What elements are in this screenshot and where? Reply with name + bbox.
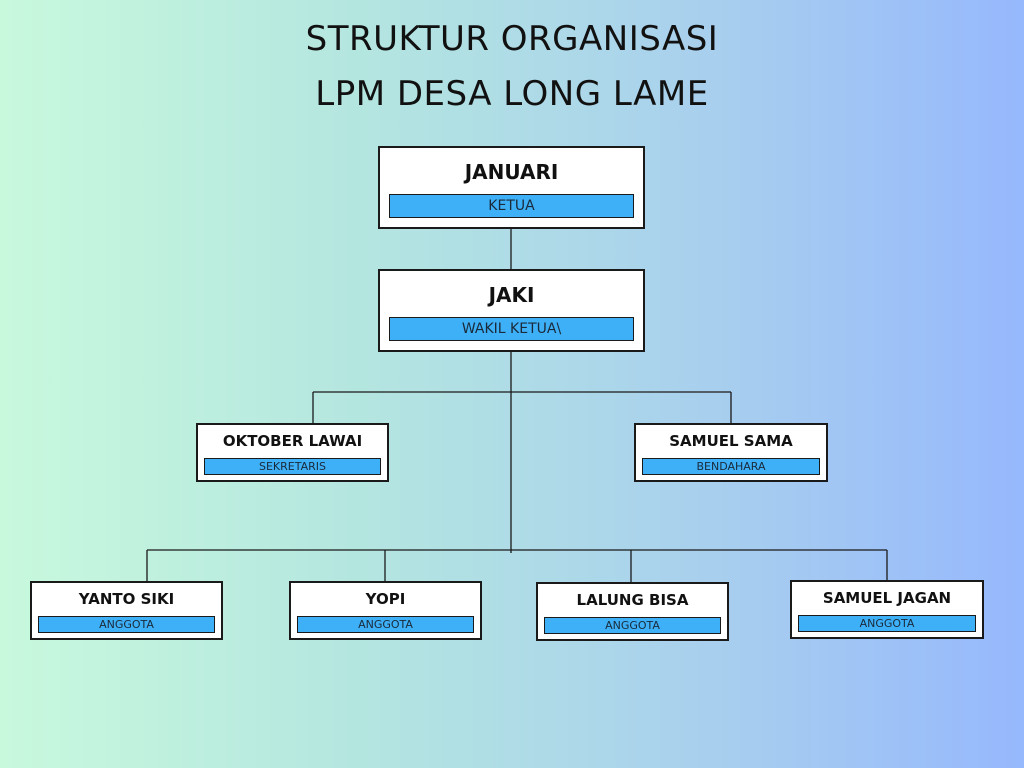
node-bendahara: SAMUEL SAMA BENDAHARA xyxy=(634,423,828,482)
node-anggota-2-role: ANGGOTA xyxy=(297,616,474,633)
node-ketua-name: JANUARI xyxy=(464,160,559,184)
title-line-2: LPM DESA LONG LAME xyxy=(315,74,709,114)
node-anggota-2: YOPI ANGGOTA xyxy=(289,581,482,640)
node-anggota-3-role: ANGGOTA xyxy=(544,617,721,634)
node-anggota-2-name: YOPI xyxy=(365,590,406,608)
node-anggota-3-name: LALUNG BISA xyxy=(576,591,689,609)
title-line-1: STRUKTUR ORGANISASI xyxy=(305,19,719,59)
node-anggota-3: LALUNG BISA ANGGOTA xyxy=(536,582,729,641)
node-anggota-1-role: ANGGOTA xyxy=(38,616,215,633)
node-bendahara-role: BENDAHARA xyxy=(642,458,820,475)
node-sekretaris-role: SEKRETARIS xyxy=(204,458,381,475)
node-wakil-ketua-role: WAKIL KETUA\ xyxy=(389,317,634,341)
node-anggota-4-role: ANGGOTA xyxy=(798,615,976,632)
node-anggota-1: YANTO SIKI ANGGOTA xyxy=(30,581,223,640)
node-anggota-4-name: SAMUEL JAGAN xyxy=(822,589,952,607)
node-sekretaris: OKTOBER LAWAI SEKRETARIS xyxy=(196,423,389,482)
node-anggota-1-name: YANTO SIKI xyxy=(78,590,175,608)
node-anggota-4: SAMUEL JAGAN ANGGOTA xyxy=(790,580,984,639)
node-wakil-ketua: JAKI WAKIL KETUA\ xyxy=(378,269,645,352)
node-wakil-ketua-name: JAKI xyxy=(488,283,535,307)
node-ketua-role: KETUA xyxy=(389,194,634,218)
node-ketua: JANUARI KETUA xyxy=(378,146,645,229)
node-sekretaris-name: OKTOBER LAWAI xyxy=(222,432,363,450)
node-bendahara-name: SAMUEL SAMA xyxy=(669,432,793,450)
